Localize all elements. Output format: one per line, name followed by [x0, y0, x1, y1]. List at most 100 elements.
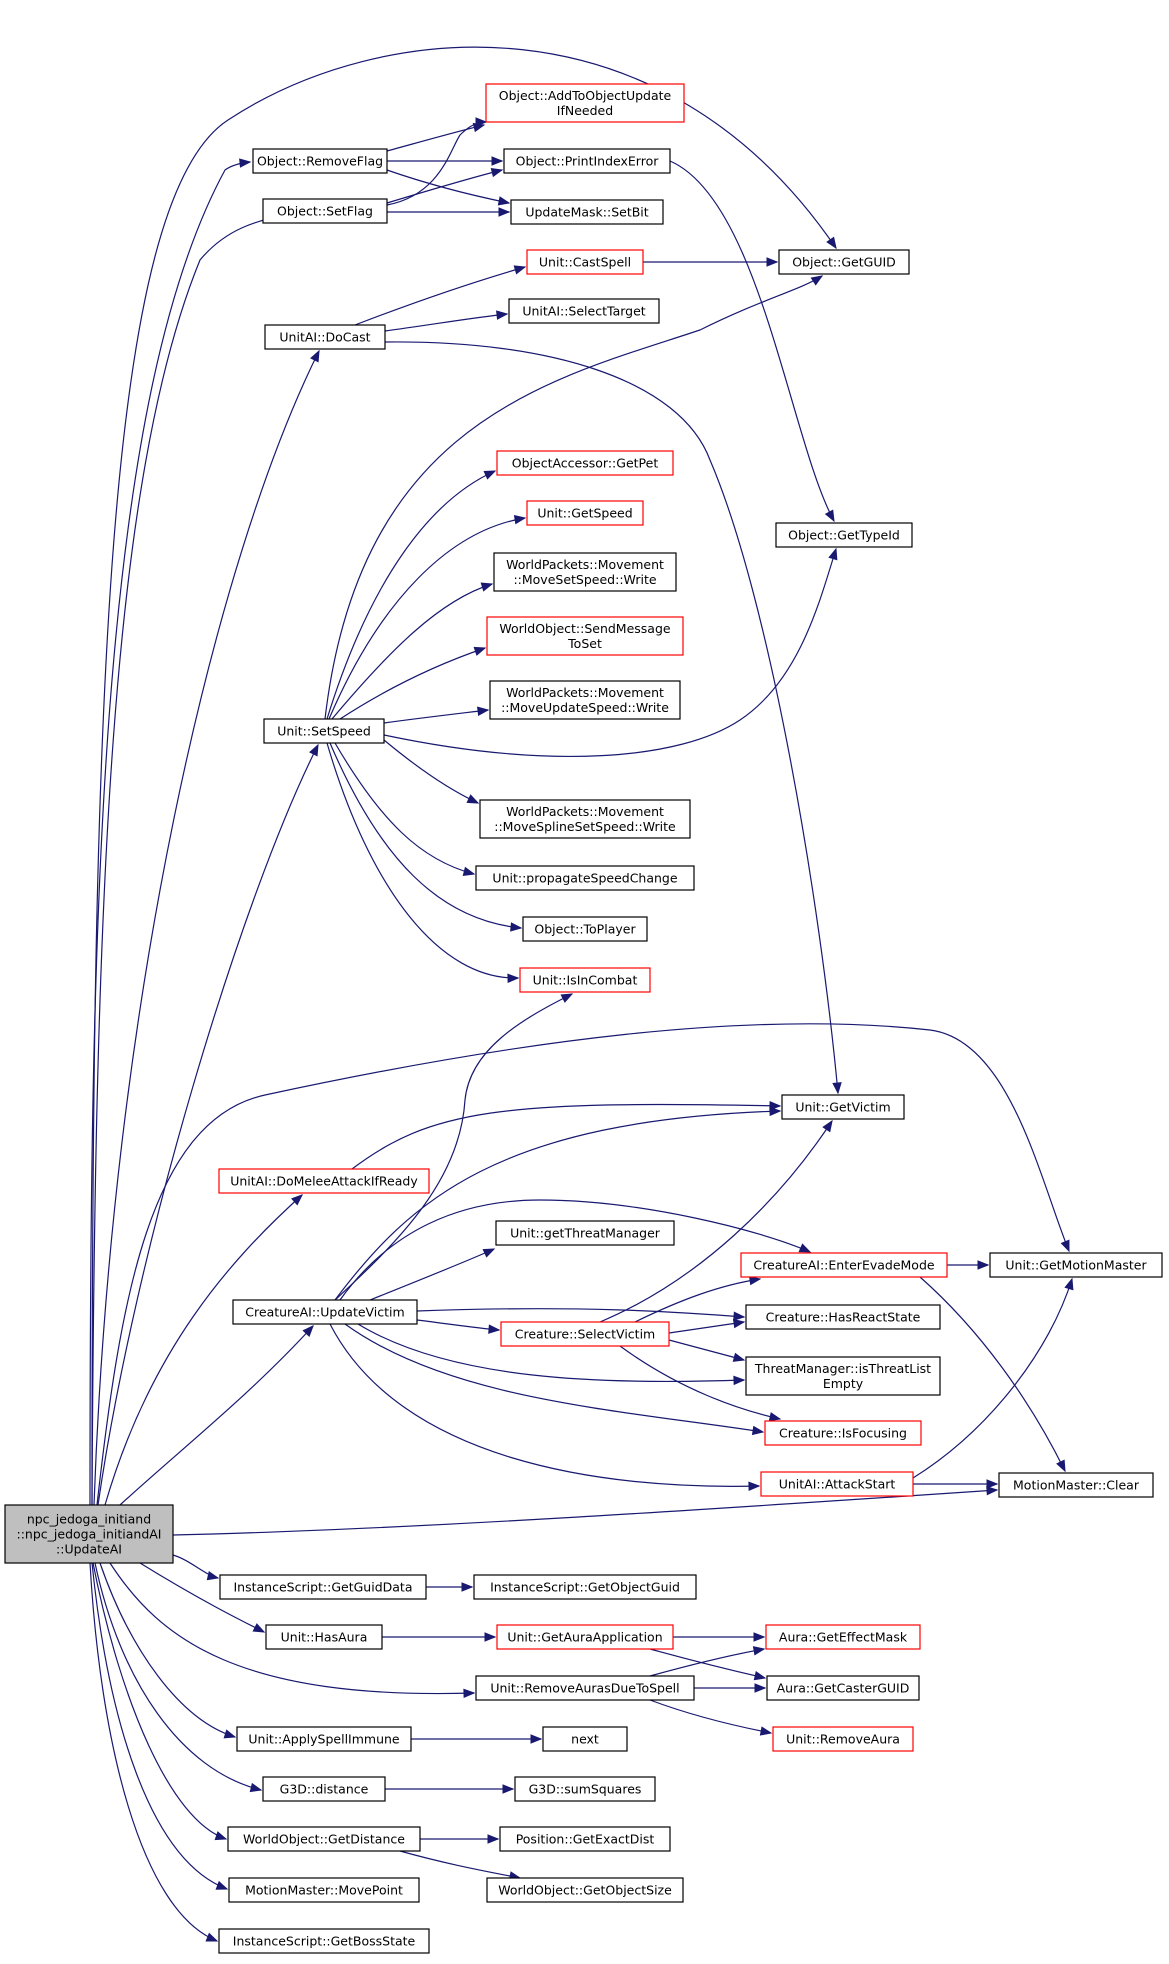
node-box: [740, 1252, 948, 1278]
node-getmotionmaster[interactable]: Unit::GetMotionMaster: [989, 1252, 1163, 1278]
edge-root-to-updatevictim: [119, 1325, 314, 1506]
edge-setspeed-to-getspeed: [328, 514, 527, 720]
node-root: npc_jedoga_initiand::npc_jedoga_initiand…: [4, 1504, 174, 1564]
node-label: Aura::GetCasterGUID: [777, 1681, 910, 1696]
node-isincombat[interactable]: Unit::IsInCombat: [519, 967, 651, 993]
arrowhead: [507, 973, 520, 984]
node-label: WorldPackets::Movement: [506, 557, 664, 572]
node-castspell[interactable]: Unit::CastSpell: [526, 249, 644, 275]
node-isfocusing[interactable]: Creature::IsFocusing: [764, 1420, 922, 1446]
node-getspeed[interactable]: Unit::GetSpeed: [526, 500, 644, 526]
edge-setspeed-to-moveupdatespeed: [383, 706, 490, 724]
node-selecttarget[interactable]: UnitAI::SelectTarget: [508, 298, 660, 324]
node-moveupdatespeed[interactable]: WorldPackets::Movement::MoveUpdateSpeed:…: [489, 680, 681, 720]
node-domeleeattack[interactable]: UnitAI::DoMeleeAttackIfReady: [218, 1168, 430, 1194]
edge-setspeed-to-propagatespeedchange: [334, 742, 476, 876]
node-selectvictim[interactable]: Creature::SelectVictim: [500, 1321, 670, 1347]
node-box: [772, 1726, 914, 1752]
node-getauraapplication[interactable]: Unit::GetAuraApplication: [496, 1624, 674, 1650]
node-box: [508, 298, 660, 324]
node-attackstart[interactable]: UnitAI::AttackStart: [760, 1471, 914, 1497]
edge-updatevictim-to-selectvictim: [416, 1319, 501, 1334]
edge-root-to-removeaurasduetospell: [109, 1562, 476, 1699]
node-hasaura[interactable]: Unit::HasAura: [265, 1624, 383, 1650]
node-toplayer[interactable]: Object::ToPlayer: [522, 916, 648, 942]
node-movesetspeed[interactable]: WorldPackets::Movement::MoveSetSpeed::Wr…: [493, 552, 677, 592]
edge-line: [668, 1339, 745, 1361]
node-label: Object::SetFlag: [277, 204, 373, 219]
arrowhead: [488, 1324, 501, 1334]
node-label: InstanceScript::GetBossState: [233, 1934, 416, 1949]
node-next[interactable]: next: [542, 1726, 628, 1752]
node-getpet[interactable]: ObjectAccessor::GetPet: [496, 450, 674, 476]
node-getvictim[interactable]: Unit::GetVictim: [781, 1094, 905, 1120]
node-getguid[interactable]: Object::GetGUID: [778, 249, 910, 275]
arrowhead: [530, 1734, 543, 1744]
node-distance[interactable]: G3D::distance: [262, 1776, 386, 1802]
node-hasreactstate[interactable]: Creature::HasReactState: [745, 1304, 941, 1330]
edge-attackstart-to-getmotionmaster: [912, 1277, 1074, 1479]
arrowhead: [490, 167, 504, 178]
arrowhead: [751, 1425, 765, 1436]
node-removeaurasduetospell[interactable]: Unit::RemoveAurasDueToSpell: [475, 1675, 695, 1701]
node-clear[interactable]: MotionMaster::Clear: [998, 1472, 1154, 1498]
edge-line: [334, 993, 573, 1301]
node-label: Unit::GetVictim: [795, 1100, 890, 1115]
node-printindexerror[interactable]: Object::PrintIndexError: [503, 148, 671, 174]
node-setbit[interactable]: UpdateMask::SetBit: [510, 199, 664, 225]
node-removeaura[interactable]: Unit::RemoveAura: [772, 1726, 914, 1752]
edge-updatevictim-to-hasreactstate: [416, 1308, 746, 1321]
edge-line: [172, 1489, 998, 1536]
node-box: [489, 680, 681, 720]
node-getdistance[interactable]: WorldObject::GetDistance: [227, 1826, 421, 1852]
edge-root-to-getbossstate: [89, 1562, 219, 1942]
node-getobjectsize[interactable]: WorldObject::GetObjectSize: [486, 1877, 684, 1903]
edge-line: [334, 1110, 781, 1301]
node-box: [760, 1471, 914, 1497]
node-label: CreatureAI::EnterEvadeMode: [753, 1258, 934, 1273]
node-getbossstate[interactable]: InstanceScript::GetBossState: [218, 1928, 430, 1954]
node-setflag[interactable]: Object::SetFlag: [262, 198, 388, 224]
node-box: [479, 799, 691, 839]
node-box: [764, 1420, 922, 1446]
node-updatevictim[interactable]: CreatureAI::UpdateVictim: [232, 1299, 418, 1325]
node-applyspellimmune[interactable]: Unit::ApplySpellImmune: [236, 1726, 412, 1752]
node-movepoint[interactable]: MotionMaster::MovePoint: [228, 1877, 420, 1903]
edge-line: [386, 169, 510, 204]
edge-line: [649, 1699, 772, 1734]
edge-root-to-getguid: [91, 46, 837, 1506]
node-getcasterguid[interactable]: Aura::GetCasterGUID: [766, 1675, 920, 1701]
edge-getauraapplication-to-geteffectmask: [673, 1632, 766, 1642]
node-getobjectguid[interactable]: InstanceScript::GetObjectGuid: [473, 1574, 697, 1600]
edge-docast-to-castspell: [354, 265, 527, 326]
node-geteffectmask[interactable]: Aura::GetEffectMask: [765, 1624, 921, 1650]
edge-line: [329, 742, 522, 929]
edge-docast-to-getvictim: [384, 341, 842, 1095]
edge-line: [649, 1648, 766, 1679]
arrowhead: [223, 1729, 237, 1739]
node-gettypeid[interactable]: Object::GetTypeId: [775, 522, 913, 548]
edge-line: [399, 1850, 521, 1879]
node-sumsquares[interactable]: G3D::sumSquares: [514, 1776, 656, 1802]
node-setspeed[interactable]: Unit::SetSpeed: [263, 718, 385, 744]
arrowhead: [733, 1375, 746, 1386]
arrowhead: [510, 922, 523, 932]
node-label: Aura::GetEffectMask: [779, 1630, 908, 1645]
edge-line: [669, 160, 835, 522]
node-label: WorldPackets::Movement: [506, 804, 664, 819]
edge-selectvictim-to-hasreactstate: [668, 1318, 746, 1334]
node-docast[interactable]: UnitAI::DoCast: [264, 324, 386, 350]
node-getguiddata[interactable]: InstanceScript::GetGuidData: [219, 1574, 427, 1600]
node-getthreatmanager[interactable]: Unit::getThreatManager: [495, 1220, 675, 1246]
node-movesplinesetspeed[interactable]: WorldPackets::Movement::MoveSplineSetSpe…: [479, 799, 691, 839]
node-removeflag[interactable]: Object::RemoveFlag: [252, 148, 388, 174]
node-label: ::UpdateAI: [56, 1542, 122, 1557]
node-enterevademode[interactable]: CreatureAI::EnterEvadeMode: [740, 1252, 948, 1278]
node-propagatespeedchange[interactable]: Unit::propagateSpeedChange: [475, 865, 695, 891]
node-getexactdist[interactable]: Position::GetExactDist: [499, 1826, 671, 1852]
edge-line: [386, 169, 503, 204]
